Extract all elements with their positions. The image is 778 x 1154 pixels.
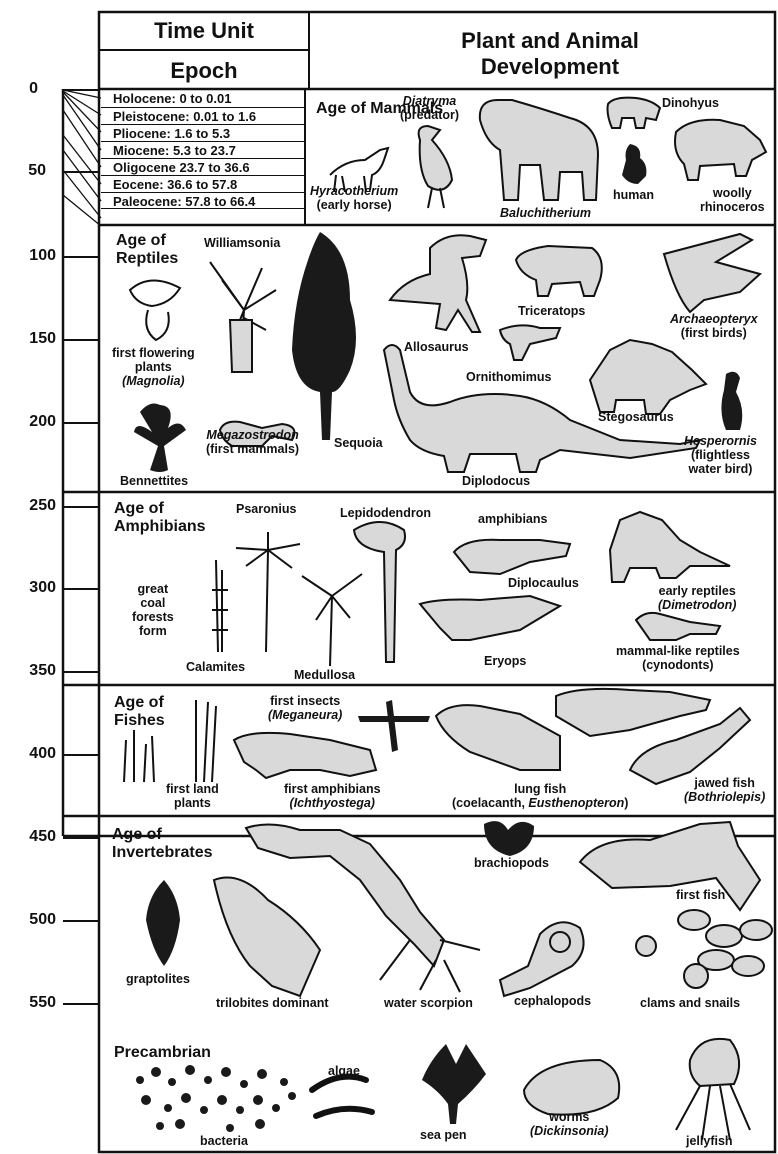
sequoia-label: Sequoia: [334, 436, 383, 450]
cephalopod-drawing: [500, 922, 584, 996]
eryops-label: Eryops: [484, 654, 526, 668]
magnolia-drawing: [130, 280, 180, 340]
trilobites-label: trilobites dominant: [216, 996, 329, 1010]
bacteria-label: bacteria: [200, 1134, 248, 1148]
mammal-like-reptiles-label: mammal-like reptiles(cynodonts): [616, 644, 740, 672]
age-of-reptiles-label: Age of Reptiles: [116, 232, 196, 268]
diplodocus-label: Diplodocus: [462, 474, 530, 488]
archaeopteryx-label: Archaeopteryx(first birds): [670, 312, 758, 340]
meganeura-drawing: [358, 700, 430, 752]
diatryma-drawing: [419, 126, 452, 208]
clams-snails-label: clams and snails: [640, 996, 740, 1010]
ornithomimus-label: Ornithomimus: [466, 370, 551, 384]
first-fish-drawing: [580, 822, 760, 910]
williamsonia-label: Williamsonia: [204, 236, 280, 250]
worms-label: worms(Dickinsonia): [530, 1110, 609, 1138]
allosaurus-drawing: [390, 235, 486, 332]
bennettites-drawing: [134, 404, 186, 472]
graptolite-drawing: [146, 880, 180, 966]
lepidodendron-label: Lepidodendron: [340, 506, 431, 520]
baluchitherium-drawing: [480, 100, 598, 200]
jellyfish-label: jellyfish: [686, 1134, 733, 1148]
early-reptiles-label: early reptiles(Dimetrodon): [658, 584, 736, 612]
jellyfish-drawing: [676, 1039, 750, 1140]
cynodont-drawing: [636, 613, 720, 640]
lung-fish-drawing: [436, 705, 560, 770]
amphibian-drawing: [454, 540, 570, 574]
brachiopods-label: brachiopods: [474, 856, 549, 870]
hesperornis-drawing: [721, 372, 742, 430]
trilobite-drawing: [214, 878, 320, 997]
baluchitherium-label: Baluchitherium: [500, 206, 591, 220]
algae-label: algae: [328, 1064, 360, 1078]
bacteria-drawing: [136, 1065, 296, 1132]
bennettites-label: Bennettites: [120, 474, 188, 488]
clams-snails-drawing: [636, 910, 772, 988]
first-amphibians-label: first amphibians(Ichthyostega): [284, 782, 381, 810]
age-of-invertebrates-label: Age of Invertebrates: [112, 826, 232, 862]
human-label: human: [613, 188, 654, 202]
graptolites-label: graptolites: [126, 972, 190, 986]
triceratops-label: Triceratops: [518, 304, 585, 318]
medullosa-drawing: [302, 574, 362, 666]
medullosa-label: Medullosa: [294, 668, 355, 682]
ichthyostega-drawing: [234, 733, 376, 778]
lung-fish-label: lung fish(coelacanth, Eusthenopteron): [452, 782, 628, 810]
jawed-fish-label: jawed fish(Bothriolepis): [684, 776, 765, 804]
first-fish-label: first fish: [676, 888, 725, 902]
psaronius-label: Psaronius: [236, 502, 296, 516]
brachiopod-drawing: [484, 821, 534, 856]
triceratops-drawing: [516, 246, 602, 296]
psaronius-drawing: [236, 532, 300, 652]
water-scorpion-label: water scorpion: [384, 996, 473, 1010]
eryops-drawing: [420, 596, 560, 640]
age-of-amphibians-label: Age of Amphibians: [114, 500, 214, 536]
hyracotherium-label: Hyracotherium(early horse): [310, 184, 398, 212]
allosaurus-label: Allosaurus: [404, 340, 469, 354]
dinohyus-label: Dinohyus: [662, 96, 719, 110]
rhinoceros-drawing: [675, 120, 766, 180]
sea-pen-drawing: [422, 1044, 486, 1124]
precambrian-label: Precambrian: [114, 1044, 211, 1062]
ornithomimus-drawing: [500, 325, 560, 360]
dimetrodon-drawing: [610, 512, 730, 582]
algae-drawing: [312, 1077, 372, 1116]
human-drawing: [622, 144, 646, 184]
diplocaulus-label: Diplocaulus: [508, 576, 579, 590]
calamites-drawing: [212, 560, 228, 652]
eusthenopteron-drawing: [556, 689, 710, 736]
dickinsonia-drawing: [524, 1060, 619, 1115]
dinohyus-drawing: [608, 98, 661, 128]
age-of-fishes-label: Age of Fishes: [114, 694, 194, 730]
williamsonia-drawing: [210, 262, 276, 372]
stegosaurus-label: Stegosaurus: [598, 410, 674, 424]
lepidodendron-drawing: [354, 522, 405, 662]
sea-pen-label: sea pen: [420, 1128, 467, 1142]
megazostrodon-label: Megazostrodon(first mammals): [206, 428, 299, 456]
sequoia-drawing: [292, 232, 356, 440]
archaeopteryx-drawing: [664, 234, 760, 312]
calamites-label: Calamites: [186, 660, 245, 674]
amphibians-label: amphibians: [478, 512, 547, 526]
diatryma-label: Diatryma(predator): [400, 94, 459, 122]
stegosaurus-drawing: [590, 340, 706, 414]
first-insects-label: first insects(Meganeura): [268, 694, 342, 722]
cephalopods-label: cephalopods: [514, 994, 591, 1008]
